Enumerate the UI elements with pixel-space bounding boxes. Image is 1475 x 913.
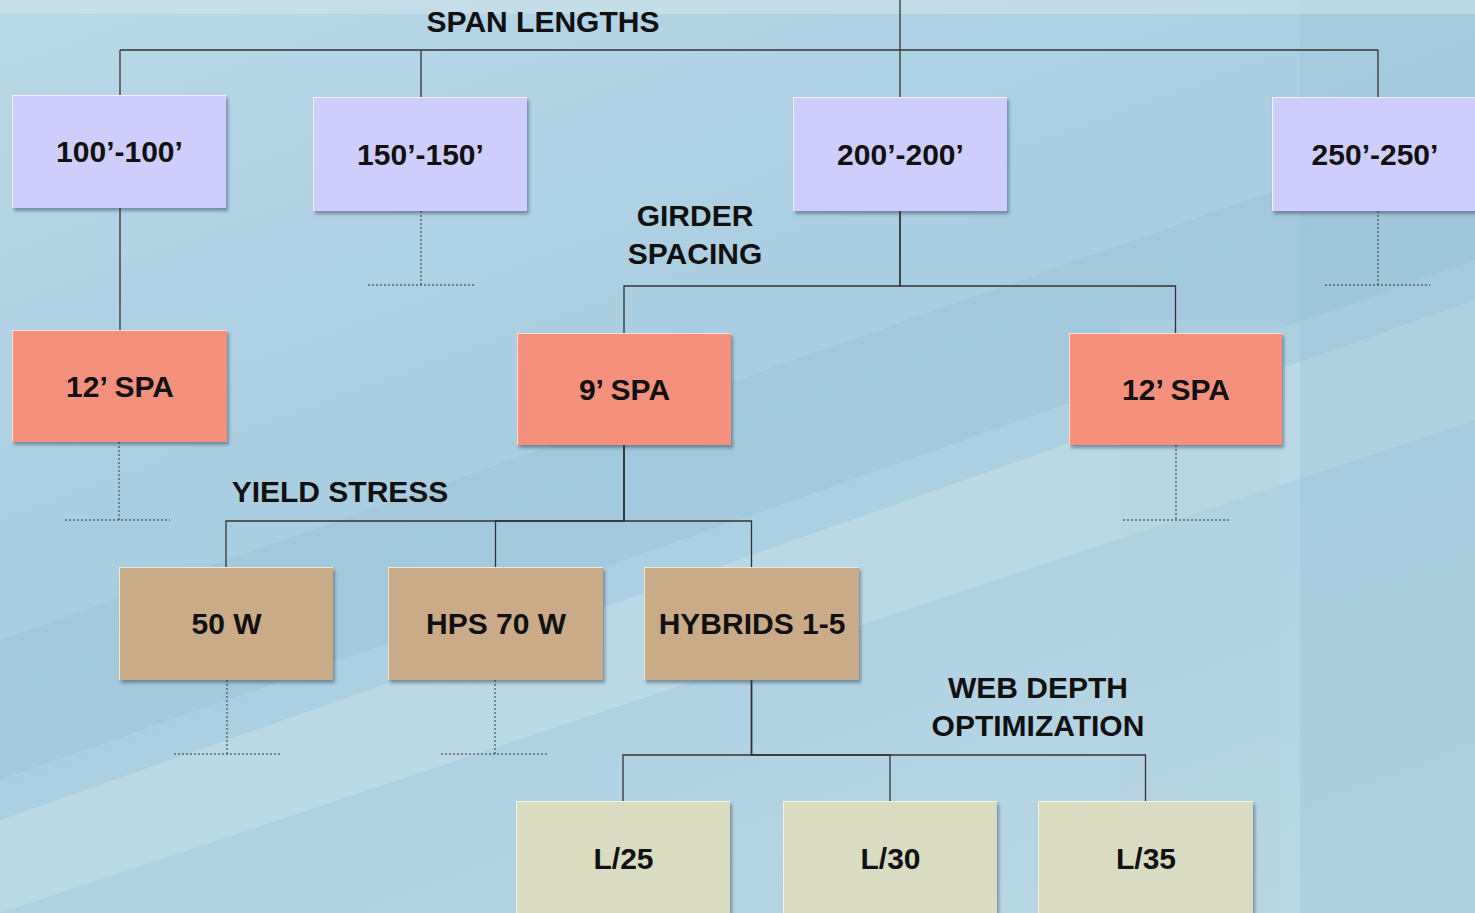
steel-box: HYBRIDS 1-5 [644, 567, 859, 680]
tree-connector [496, 445, 625, 567]
span-box: 150’-150’ [313, 97, 527, 211]
tree-connector [623, 680, 752, 801]
level-heading: SPAN LENGTHS [383, 3, 703, 41]
level-heading: WEB DEPTH OPTIMIZATION [903, 669, 1173, 745]
span-box: 200’-200’ [793, 97, 1007, 211]
level-heading: YIELD STRESS [210, 473, 470, 511]
node-text: 50 W [191, 605, 261, 643]
node-text: 12’ SPA [66, 368, 174, 406]
level-heading: GIRDER SPACING [600, 197, 790, 273]
spacing-box: 12’ SPA [12, 330, 227, 442]
spacing-box: 12’ SPA [1069, 333, 1282, 445]
node-text: 100’-100’ [56, 133, 183, 171]
node-text: 150’-150’ [357, 136, 484, 174]
node-text: L/25 [593, 840, 653, 878]
node-text: 9’ SPA [579, 371, 670, 409]
node-text: 200’-200’ [837, 136, 964, 174]
span-box: 250’-250’ [1272, 97, 1475, 211]
tree-connector [900, 211, 1176, 333]
node-text: 250’-250’ [1312, 136, 1439, 174]
tree-connector [624, 445, 752, 567]
depth-box: L/30 [783, 801, 997, 913]
depth-box: L/35 [1038, 801, 1253, 913]
spacing-box: 9’ SPA [517, 333, 731, 445]
steel-box: HPS 70 W [388, 567, 603, 680]
node-text: 12’ SPA [1122, 371, 1230, 409]
depth-box: L/25 [516, 801, 730, 913]
span-box: 100’-100’ [12, 95, 226, 208]
node-text: HYBRIDS 1-5 [659, 605, 846, 643]
tree-connector [752, 680, 891, 801]
tree-connector [119, 208, 120, 330]
node-text: HPS 70 W [426, 605, 566, 643]
node-text: L/35 [1116, 840, 1176, 878]
steel-box: 50 W [119, 567, 333, 680]
node-text: L/30 [860, 840, 920, 878]
